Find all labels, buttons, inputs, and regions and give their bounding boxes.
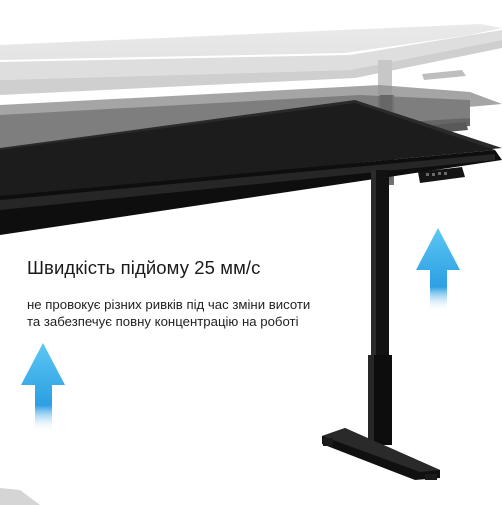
up-arrow-icon-right [416,228,460,312]
headline: Швидкість підйому 25 мм/с [27,257,261,278]
description-line-1: не провокує різних ривків під час зміни … [27,297,311,312]
desk-foot [322,428,440,480]
up-arrow-icon-left [21,343,65,432]
description-line-2: та забезпечує повну концентрацію на робо… [27,314,299,329]
desk-leg [368,170,392,445]
